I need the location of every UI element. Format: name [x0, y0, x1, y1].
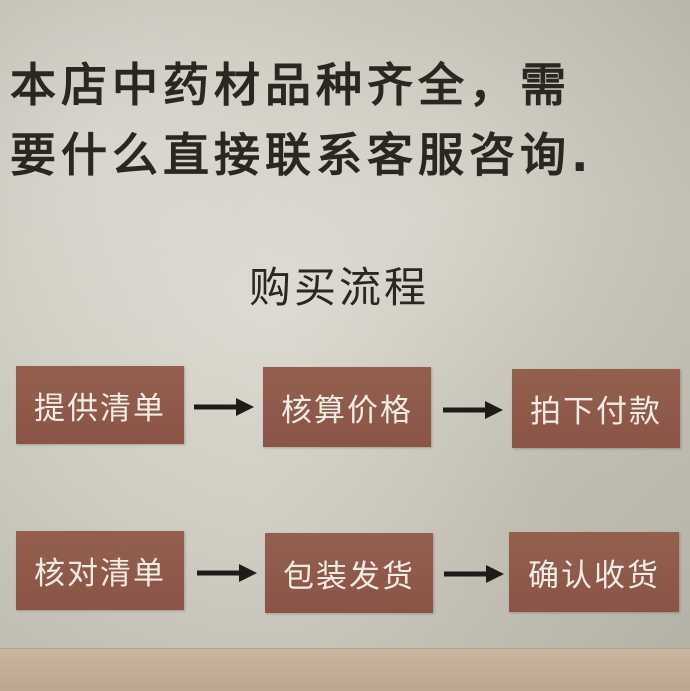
headline-line-1: 本店中药材品种齐全，需	[10, 58, 571, 112]
headline: 本店中药材品种齐全，需 要什么直接联系客服咨询.	[10, 50, 685, 190]
right-arrow-icon	[197, 561, 259, 585]
bottom-strip	[0, 648, 690, 691]
step-place-order-pay: 拍下付款	[512, 369, 680, 448]
headline-line-2: 要什么直接联系客服咨询.	[10, 128, 594, 182]
step-provide-list: 提供清单	[16, 366, 184, 444]
section-title: 购买流程	[248, 263, 429, 312]
right-arrow-icon	[194, 395, 256, 419]
step-pack-ship: 包装发货	[265, 533, 433, 613]
step-confirm-receipt: 确认收货	[509, 532, 679, 612]
step-check-list: 核对清单	[16, 531, 184, 610]
right-arrow-icon	[444, 562, 506, 586]
right-arrow-icon	[443, 398, 505, 422]
step-calculate-price: 核算价格	[263, 367, 431, 447]
